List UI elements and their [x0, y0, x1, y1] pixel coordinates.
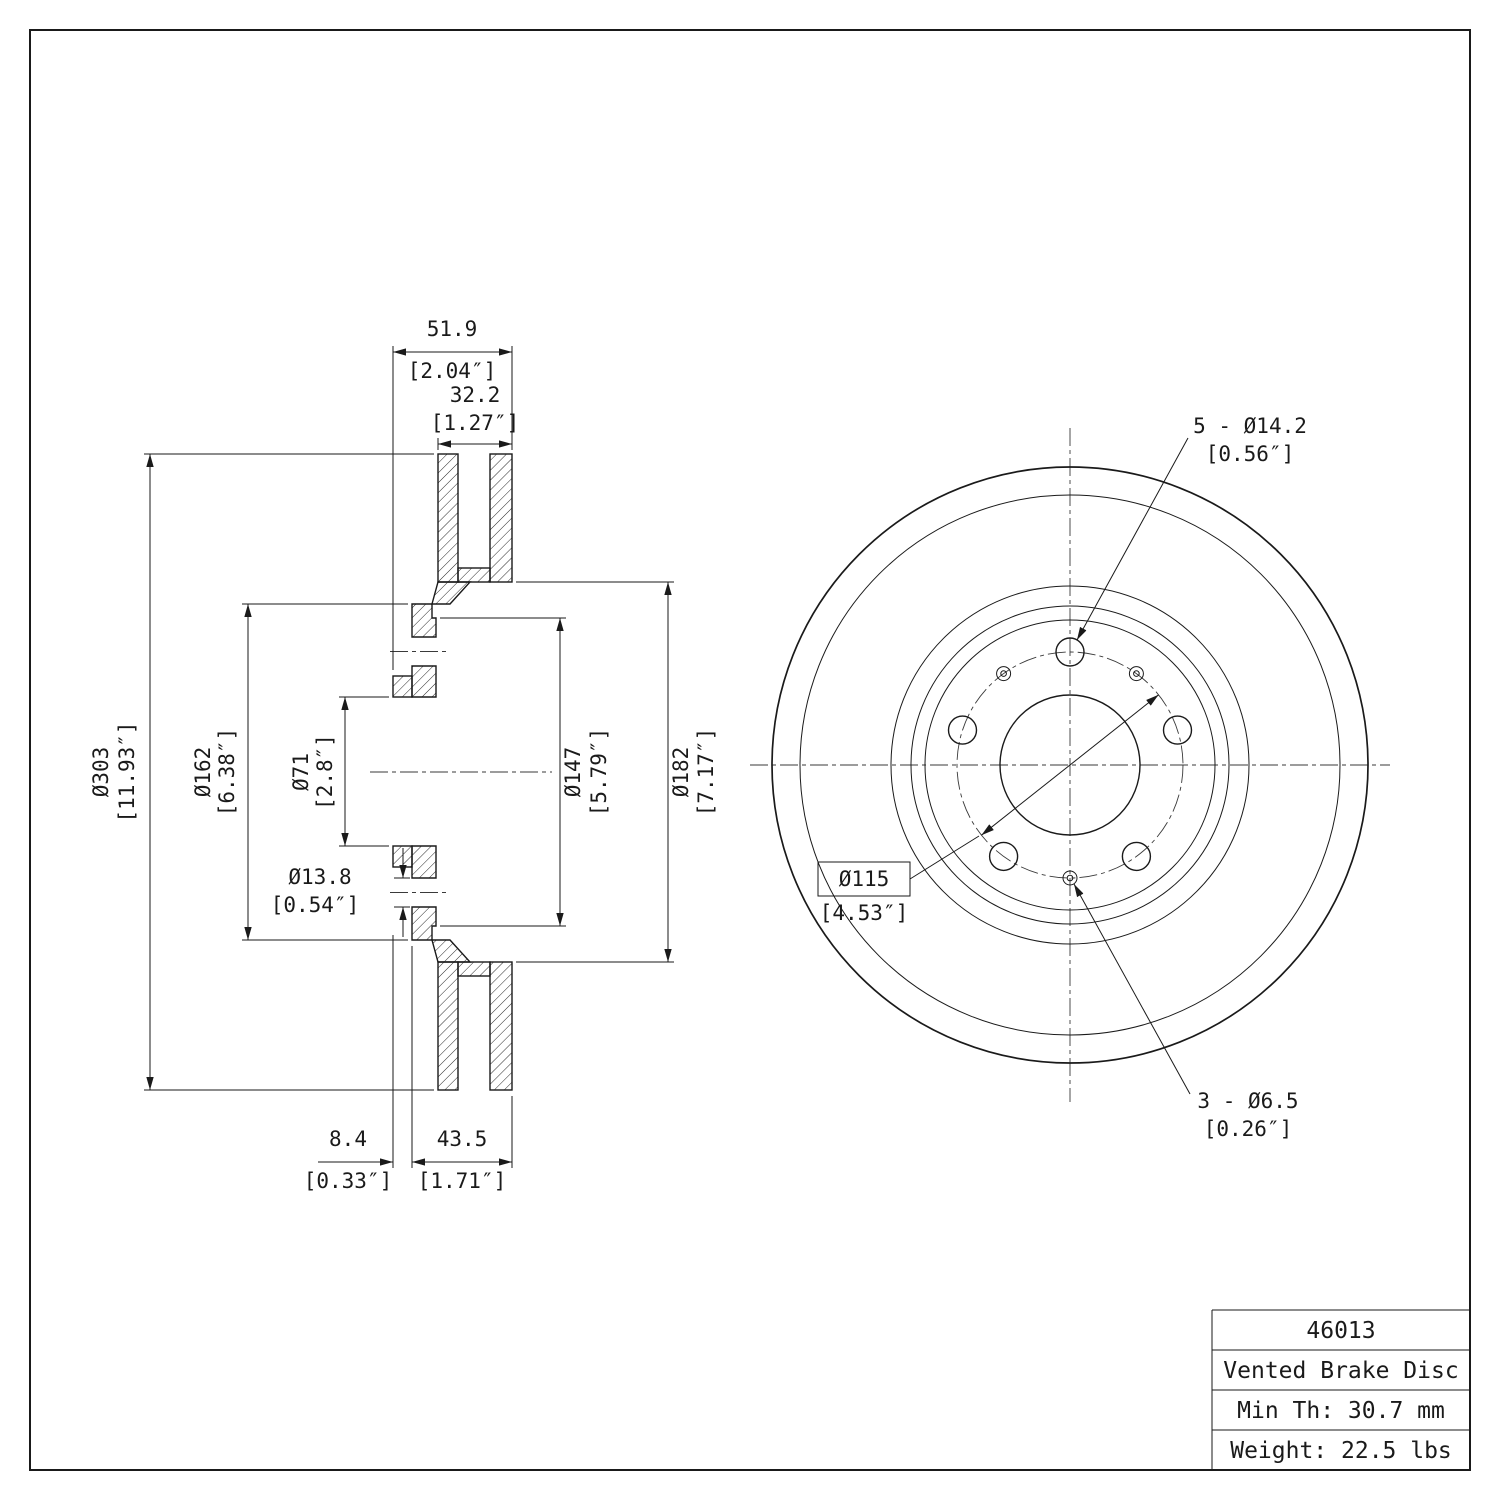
callout-text-screw-holes: 3 - Ø6.5 — [1197, 1089, 1298, 1113]
dim-text-pilot-offset-in: [0.33″] — [304, 1169, 393, 1193]
hat-flange-section — [411, 845, 437, 879]
callout-text-bolt-circle-in: [4.53″] — [820, 901, 909, 925]
lug-hole — [1162, 715, 1193, 745]
callout-lug-holes: 5 - Ø14.2 [0.56″] — [1076, 414, 1307, 641]
dim-text-hat-depth-in: [1.71″] — [418, 1169, 507, 1193]
dim-text-lug-hole-in: [0.54″] — [271, 893, 360, 917]
callout-text-screw-holes-in: [0.26″] — [1204, 1117, 1293, 1141]
callout-bolt-circle: Ø115 [4.53″] — [817, 694, 1159, 925]
lug-hole — [947, 715, 978, 745]
lug-hole — [988, 841, 1019, 872]
lug-hole — [1121, 841, 1152, 872]
dim-outer-diameter: Ø303 [11.93″] — [89, 453, 434, 1091]
dim-step-diameter: Ø147 [5.79″] — [440, 617, 611, 927]
screw-hole — [996, 666, 1012, 682]
dim-pilot-diameter: Ø71 [2.8″] — [289, 696, 389, 847]
dim-text-hat-depth-mm: 43.5 — [437, 1127, 488, 1151]
dim-friction-inner-diameter: Ø182 [7.17″] — [516, 581, 718, 963]
title-block-min-thickness: Min Th: 30.7 mm — [1237, 1398, 1445, 1424]
hat-flange-section — [411, 906, 437, 941]
screw-hole-inner — [1133, 670, 1140, 677]
outboard-plate-section — [489, 453, 513, 583]
outboard-plate-section — [489, 961, 513, 1091]
hat-flange-section — [411, 603, 437, 638]
section-view: 51.9 [2.04″] 32.2 [1.27″] Ø303 [11.93″] … — [89, 317, 718, 1193]
sheet-border — [29, 29, 1471, 1471]
screw-holes — [996, 666, 1144, 886]
dim-text-overall-width-in: [2.04″] — [408, 359, 497, 383]
screw-hole-inner — [1000, 670, 1007, 677]
dim-text-lug-hole-mm: Ø13.8 — [288, 865, 351, 889]
dim-plate-thickness: 32.2 [1.27″] — [431, 383, 520, 450]
dim-text-plate-thickness-mm: 32.2 — [450, 383, 501, 407]
dim-text-step-dia-in: [5.79″] — [587, 728, 611, 817]
inboard-plate-section — [437, 961, 459, 1091]
hat-flange-section — [411, 665, 437, 698]
callout-text-lug-holes: 5 - Ø14.2 — [1193, 414, 1307, 438]
dim-text-outer-dia-mm: Ø303 — [89, 747, 113, 798]
pilot-boss-section — [392, 675, 413, 698]
dim-text-friction-inner-in: [7.17″] — [694, 728, 718, 817]
callout-text-bolt-circle: Ø115 — [839, 867, 890, 891]
front-view: 5 - Ø14.2 [0.56″] Ø115 [4.53″] 3 - Ø6.5 … — [750, 414, 1390, 1141]
friction-inner-edge — [890, 585, 1250, 945]
hat-outer-edge — [910, 605, 1230, 925]
screw-hole — [1128, 666, 1144, 682]
screw-hole — [1062, 870, 1078, 886]
friction-band-edge — [799, 494, 1341, 1036]
dim-text-pilot-dia-mm: Ø71 — [289, 753, 313, 791]
dim-text-overall-width-mm: 51.9 — [427, 317, 478, 341]
dim-text-plate-thickness-in: [1.27″] — [431, 411, 520, 435]
title-block: 46013 Vented Brake Disc Min Th: 30.7 mm … — [1211, 1309, 1470, 1470]
dim-text-pilot-offset-mm: 8.4 — [329, 1127, 367, 1151]
title-block-weight: Weight: 22.5 lbs — [1230, 1438, 1452, 1464]
rotor-section-top-half — [392, 453, 513, 698]
title-block-part-number: 46013 — [1306, 1318, 1375, 1344]
dim-hat-diameter: Ø162 [6.38″] — [191, 603, 408, 941]
dim-text-pilot-dia-in: [2.8″] — [313, 734, 337, 810]
dim-text-outer-dia-in: [11.93″] — [115, 721, 139, 822]
bolt-circle-dim-box — [817, 861, 911, 897]
dim-lug-hole-diameter: Ø13.8 [0.54″] — [271, 848, 410, 937]
title-block-description: Vented Brake Disc — [1223, 1358, 1458, 1384]
dim-hat-depth-and-offset: 8.4 [0.33″] 43.5 [1.71″] — [304, 935, 513, 1193]
lug-holes — [947, 637, 1193, 872]
bolt-circle — [956, 651, 1184, 879]
dim-text-step-dia-mm: Ø147 — [561, 747, 585, 798]
rotor-section-bottom-half — [392, 845, 513, 1091]
dim-text-friction-inner-mm: Ø182 — [669, 747, 693, 798]
screw-hole-inner — [1066, 874, 1074, 882]
disc-outer-edge — [771, 466, 1369, 1064]
vent-rib-section — [457, 567, 491, 583]
callout-screw-holes: 3 - Ø6.5 [0.26″] — [1073, 883, 1299, 1141]
hat-step-edge — [924, 619, 1216, 911]
hat-neck-section — [431, 939, 472, 963]
hat-neck-section — [431, 581, 472, 605]
dim-overall-width: 51.9 [2.04″] — [392, 317, 513, 670]
vent-rib-section — [457, 961, 491, 977]
inboard-plate-section — [437, 453, 459, 583]
dim-text-hat-dia-in: [6.38″] — [215, 728, 239, 817]
dim-text-hat-dia-mm: Ø162 — [191, 747, 215, 798]
lug-hole — [1055, 637, 1085, 667]
callout-text-lug-holes-in: [0.56″] — [1206, 442, 1295, 466]
